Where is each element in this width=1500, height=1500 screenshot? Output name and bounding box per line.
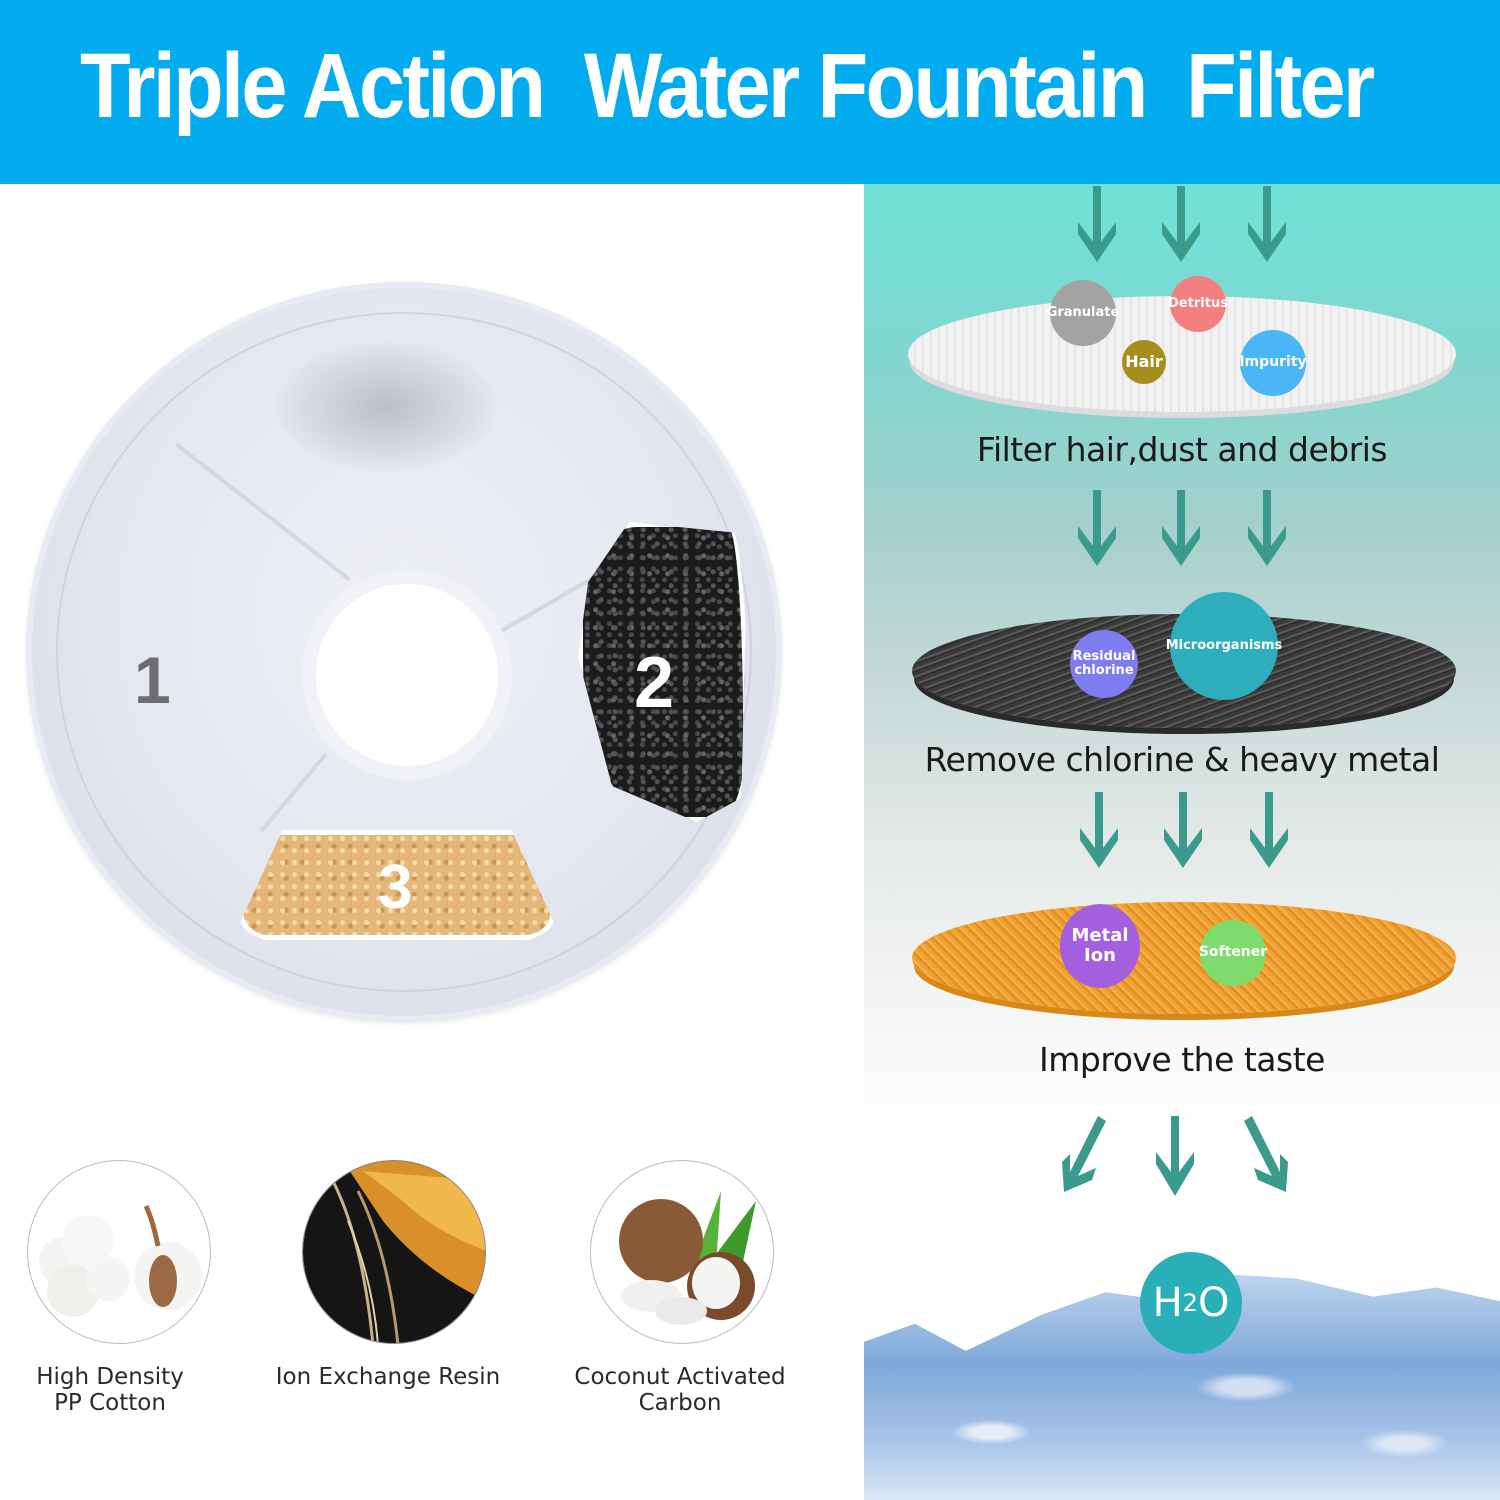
bubble-softener: Softener (1199, 920, 1267, 986)
filter-disk-illustration: 1 2 3 (26, 282, 782, 1022)
filter-disk-shading (276, 342, 496, 472)
stage-1-caption: Filter hair,dust and debris (976, 430, 1388, 469)
arrow-down-icon (1164, 792, 1202, 868)
layer-number-2: 2 (634, 643, 675, 723)
arrow-down-icon (1080, 792, 1118, 868)
filtration-process-panel: Granulate Detritus Hair Impurity Filter … (864, 184, 1500, 1500)
bubble-metal-ion: Metal Ion (1060, 904, 1140, 988)
arrow-down-icon (1162, 490, 1200, 566)
resin-image (302, 1160, 486, 1344)
arrow-down-icon (1248, 490, 1286, 566)
header-banner: Triple Action Water Fountain Filter (0, 0, 1500, 184)
coconut-icon (619, 1191, 756, 1325)
arrow-down-icon (1250, 792, 1288, 868)
resin-filter-disc (912, 902, 1456, 1014)
arrow-down-icon (1248, 186, 1286, 262)
stage-3-caption: Improve the taste (1039, 1040, 1325, 1079)
layer-number-3: 3 (378, 853, 413, 922)
cotton-icon (39, 1204, 202, 1317)
material-label-coconut: Coconut Activated Carbon (574, 1364, 786, 1416)
bubble-hair: Hair (1122, 340, 1166, 384)
filter-disk-rim (56, 312, 752, 992)
page-title: Triple Action Water Fountain Filter (80, 35, 1375, 137)
arrow-down-icon (1078, 186, 1116, 262)
stage-2-caption: Remove chlorine & heavy metal (924, 740, 1440, 779)
cotton-image (27, 1160, 211, 1344)
resin-pocket (238, 830, 556, 940)
arrow-down-icon (1162, 186, 1200, 262)
arrow-down-icon (1156, 1116, 1194, 1196)
arrow-down-left-icon (1062, 1116, 1106, 1192)
arrow-down-right-icon (1244, 1116, 1288, 1192)
bubble-impurity: Impurity (1239, 330, 1307, 396)
bubble-detritus: Detritus (1168, 276, 1228, 332)
layer-number-1: 1 (134, 643, 171, 717)
material-label-resin: Ion Exchange Resin (275, 1364, 501, 1390)
bubble-granulate: Granulate (1047, 280, 1119, 346)
coconut-image (590, 1160, 774, 1344)
resin-icon (303, 1161, 485, 1343)
bubble-residual-chlorine: Residual chlorine (1070, 630, 1138, 698)
material-label-cotton: High Density PP Cotton (36, 1364, 184, 1416)
filter-center-hole (316, 584, 498, 766)
bubble-microorganisms: Microorganisms (1166, 592, 1282, 700)
arrow-down-icon (1078, 490, 1116, 566)
